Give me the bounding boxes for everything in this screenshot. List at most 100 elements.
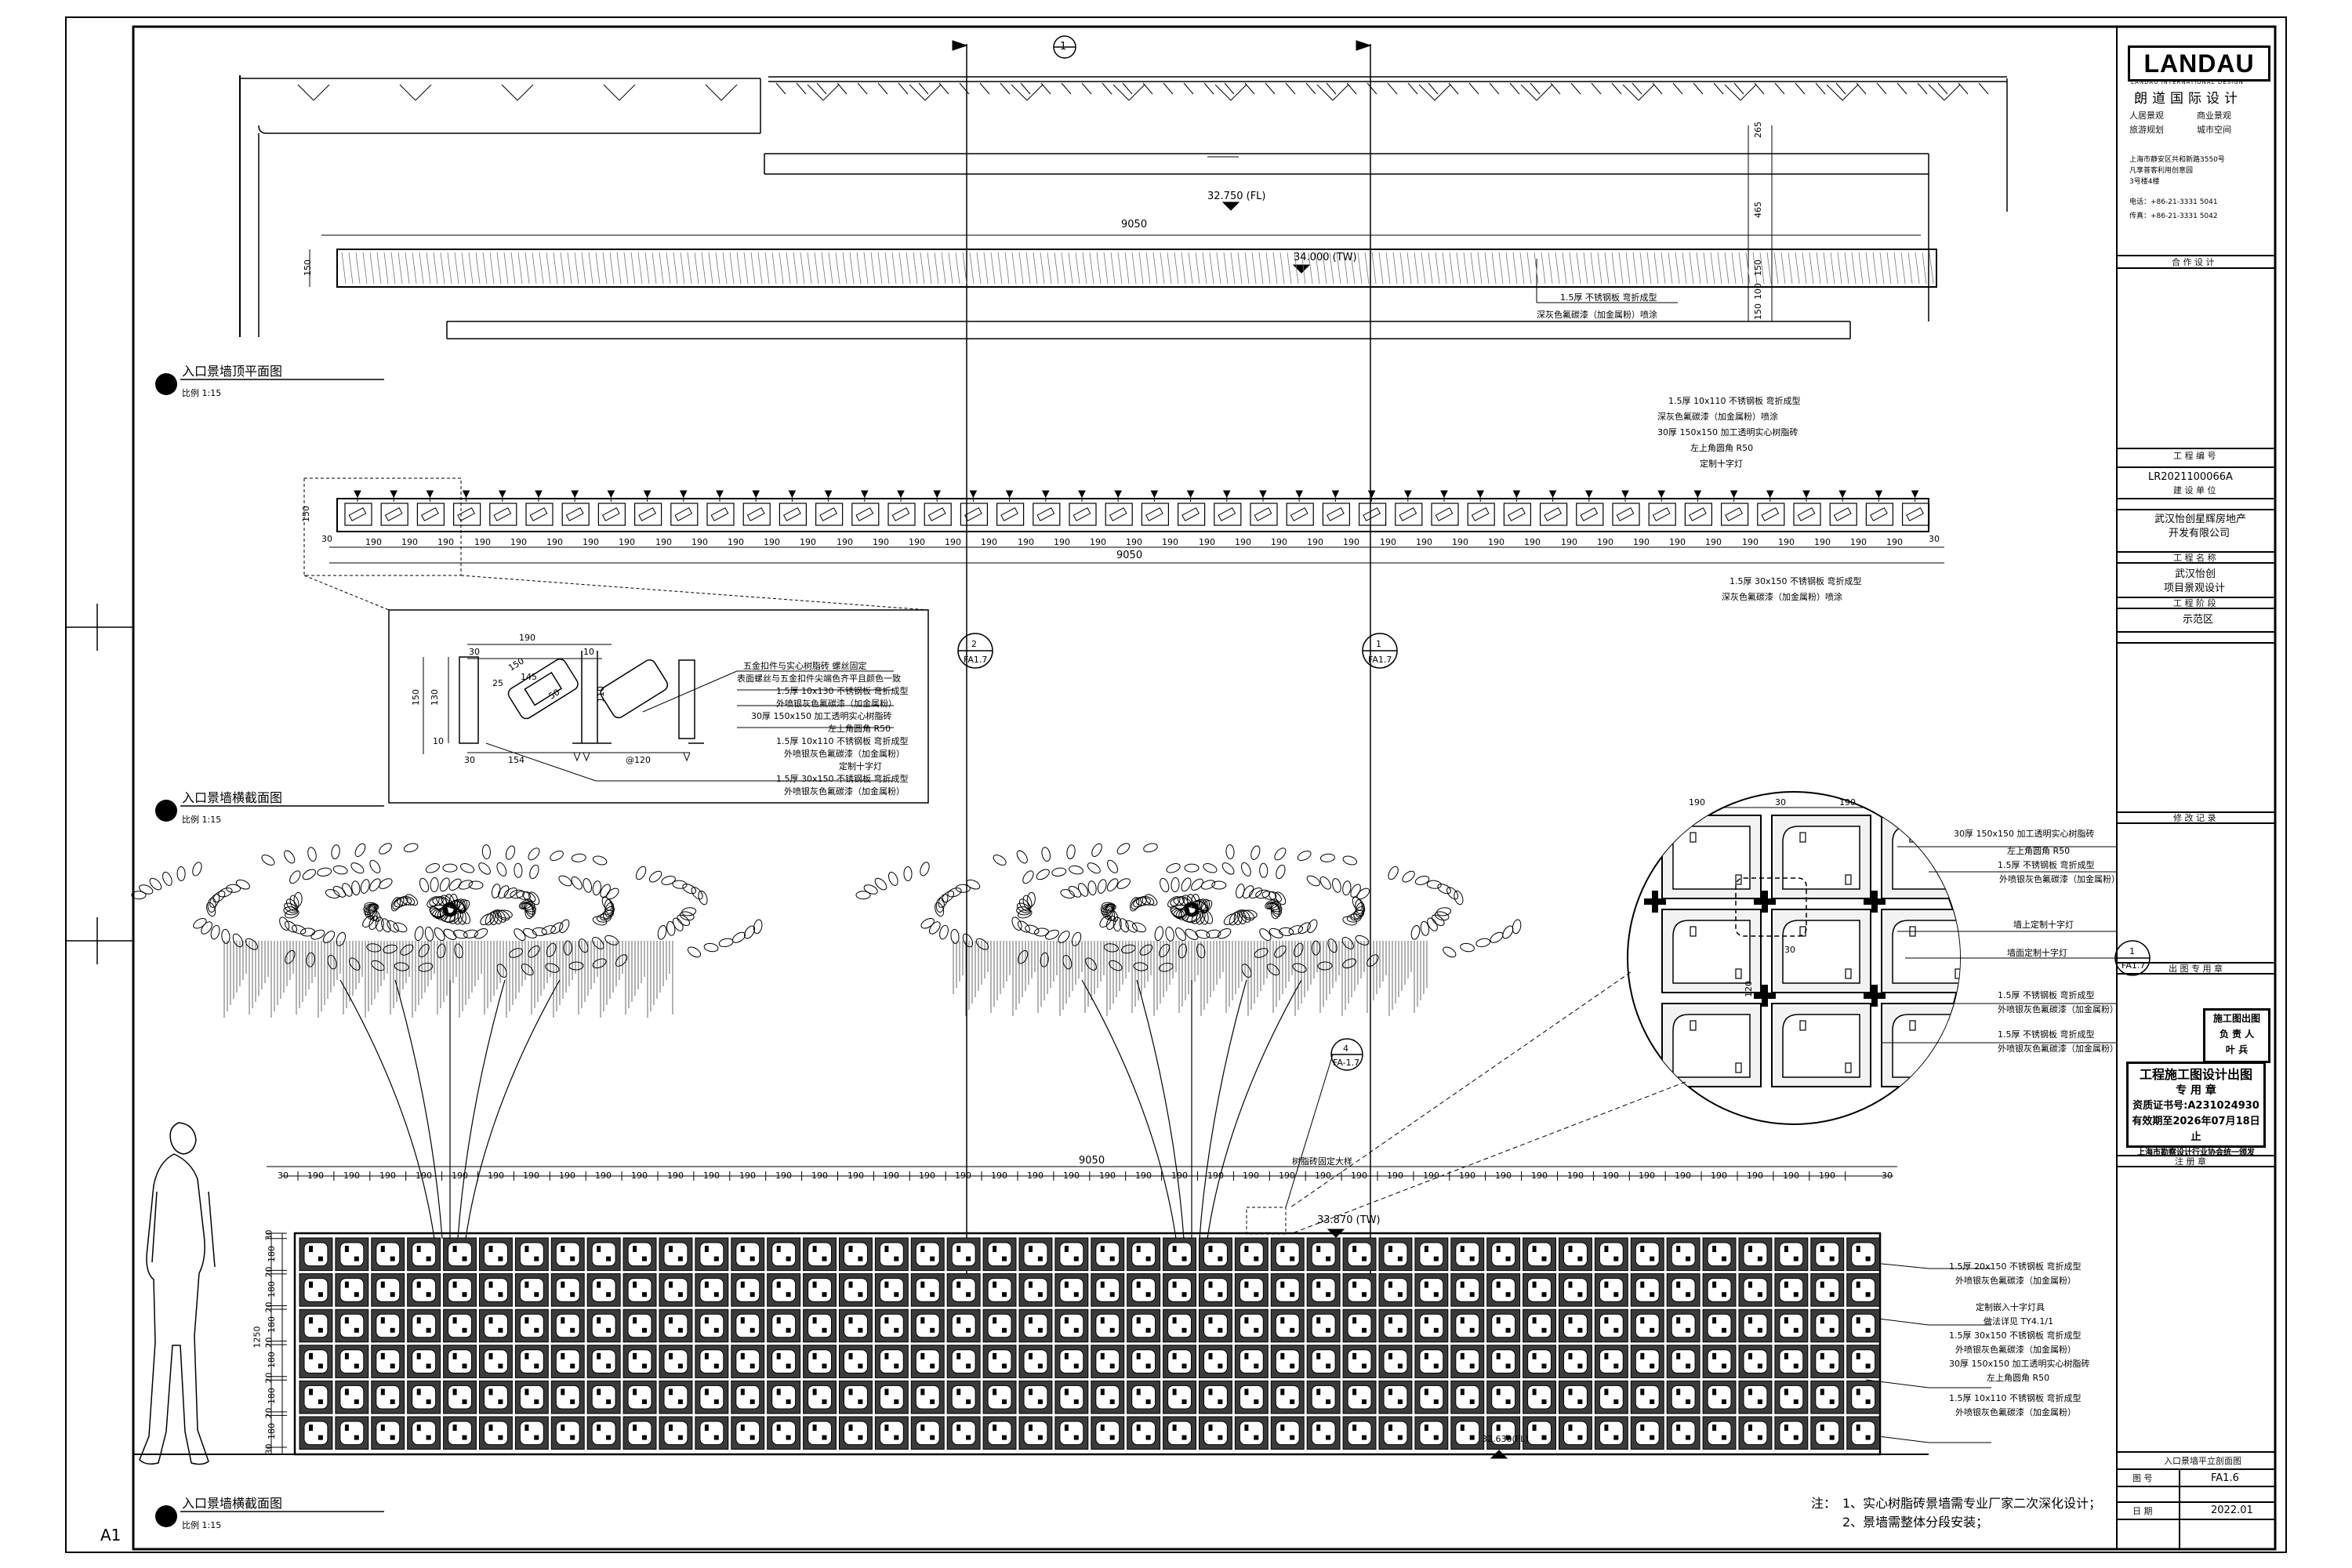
elevation-module-brick	[699, 1421, 724, 1446]
elevation-module-clip	[1326, 1292, 1331, 1298]
section-module-box	[1141, 503, 1170, 526]
section-module-brick	[1399, 507, 1417, 521]
plan-edge-tick	[1428, 82, 1439, 95]
tree-leaf	[1026, 891, 1036, 907]
plan-hatch-stroke	[666, 252, 671, 285]
plan-dim-r3: 150	[1753, 260, 1763, 276]
section-module-box	[1793, 503, 1821, 526]
date-label: 日 期	[2132, 1506, 2153, 1516]
elevation-module-brick	[1491, 1349, 1516, 1374]
elevation-module-clip	[1712, 1281, 1717, 1288]
elevation-module-clip	[1865, 1292, 1871, 1298]
elevation-module-clip	[488, 1281, 493, 1288]
zoom-dim-190-b: 190	[1839, 797, 1856, 808]
elevation-module-clip	[1037, 1292, 1043, 1298]
elevation-module-clip	[462, 1256, 467, 1261]
plan-hatch-stroke	[1675, 252, 1680, 285]
elevation-module-clip	[920, 1388, 925, 1396]
tree-leaf	[1087, 862, 1101, 874]
elevation-module-brick	[1275, 1242, 1300, 1267]
project-1: 武汉怡创	[2175, 568, 2216, 580]
zoom-clip	[1690, 926, 1697, 937]
tree-leaf	[1218, 927, 1232, 939]
elevation-module-clip	[894, 1327, 899, 1333]
plan-dim-r1: 265	[1753, 122, 1763, 138]
tree-leaf	[1241, 964, 1252, 978]
section-module-light	[535, 490, 543, 502]
tree-leaf	[1410, 924, 1421, 940]
tree-leaf	[1185, 904, 1199, 915]
elevation-module-clip	[1820, 1425, 1824, 1431]
elevation-module-brick	[1599, 1242, 1624, 1267]
elev-callout-ref: FA-1.7	[1333, 1058, 1360, 1068]
elevation-module-clip	[1029, 1281, 1033, 1288]
elevation-module-clip	[416, 1425, 421, 1431]
elevation-module-brick	[519, 1349, 544, 1374]
section-module-brick	[1761, 507, 1780, 521]
elevation-module-clip	[426, 1256, 431, 1261]
tree-leaf	[1317, 961, 1333, 971]
elevation-module-clip	[1748, 1388, 1752, 1396]
plan-hatch-stroke	[680, 252, 685, 285]
elevation-module-clip	[1757, 1256, 1762, 1261]
plan-hatch-stroke	[1110, 252, 1116, 285]
client-1: 武汉怡创星辉房地产	[2154, 514, 2247, 525]
elevation-module-clip	[452, 1246, 457, 1252]
elevation-module-clip	[1460, 1352, 1465, 1359]
tree-leaf	[285, 909, 299, 919]
tree	[855, 843, 1522, 1240]
elevation-module-clip	[1172, 1352, 1177, 1359]
elevation-module-brick	[1527, 1242, 1552, 1267]
elevation-module-clip	[1136, 1388, 1141, 1396]
elevation-module-clip	[966, 1399, 971, 1404]
plan-hatch-stroke	[1689, 252, 1694, 285]
zoom-dim-190-a: 190	[1689, 797, 1705, 808]
plan-hatch-stroke	[1865, 252, 1871, 285]
elevation-module-brick	[519, 1421, 544, 1446]
section-module-box	[996, 503, 1025, 526]
elevation-module-clip	[498, 1292, 503, 1298]
plan-hatch-stroke	[1195, 252, 1200, 285]
elevation-module-brick	[1779, 1349, 1804, 1374]
elevation-module-brick	[1239, 1242, 1264, 1267]
section-module-light	[1875, 490, 1883, 502]
plan-edge-tick	[1835, 82, 1846, 95]
elevation-module-brick	[1743, 1278, 1768, 1302]
plan-hatch-stroke	[489, 252, 495, 285]
tree-trunk	[457, 979, 506, 1240]
plan-hatch-stroke	[1816, 252, 1821, 285]
elevation-module-clip	[1172, 1281, 1177, 1288]
plan-hatch-stroke	[433, 252, 438, 285]
footnote-1: 1、实心树脂砖景墙需专业厂家二次深化设计；	[1842, 1496, 2102, 1511]
zoom-dim-30: 30	[1775, 797, 1786, 808]
plan-arrow-tick	[1724, 84, 1741, 101]
tree-leaf	[444, 903, 456, 916]
plan-edge-tick	[1163, 82, 1174, 95]
elevation-module-clip	[1109, 1435, 1115, 1440]
elevation-module-clip	[1856, 1425, 1860, 1431]
elevation-module-clip	[822, 1327, 827, 1333]
plan-arrow-tick	[1944, 84, 1961, 101]
plan-hatch-stroke	[397, 252, 403, 285]
elevation-module-brick	[844, 1349, 868, 1374]
tree-leaf	[571, 876, 583, 890]
elevation-module-clip	[1145, 1363, 1151, 1369]
plan-view-title: 入口景墙顶平面图	[182, 364, 283, 379]
elevation-module-clip	[786, 1292, 791, 1298]
plan-hatch-stroke	[1364, 252, 1370, 285]
section-module-dim: 190	[1271, 537, 1287, 547]
elevation-module-clip	[309, 1425, 313, 1431]
tree-leaf	[1016, 906, 1032, 916]
elevation-module-clip	[1100, 1425, 1105, 1431]
zoom-clip	[1845, 968, 1852, 979]
elevation-module-brick	[1743, 1242, 1768, 1267]
elevation-module-clip	[462, 1327, 467, 1333]
plan-hatch-stroke	[1879, 252, 1885, 285]
tree-leaf	[1069, 865, 1083, 875]
tree-leaf	[1356, 887, 1370, 900]
tree-leaf	[1091, 843, 1102, 857]
zoom-clip	[1909, 1020, 1916, 1031]
zoom-clip	[1845, 1062, 1852, 1073]
plan-hatch-stroke	[1802, 252, 1807, 285]
elevation-module-brick	[1095, 1242, 1120, 1267]
